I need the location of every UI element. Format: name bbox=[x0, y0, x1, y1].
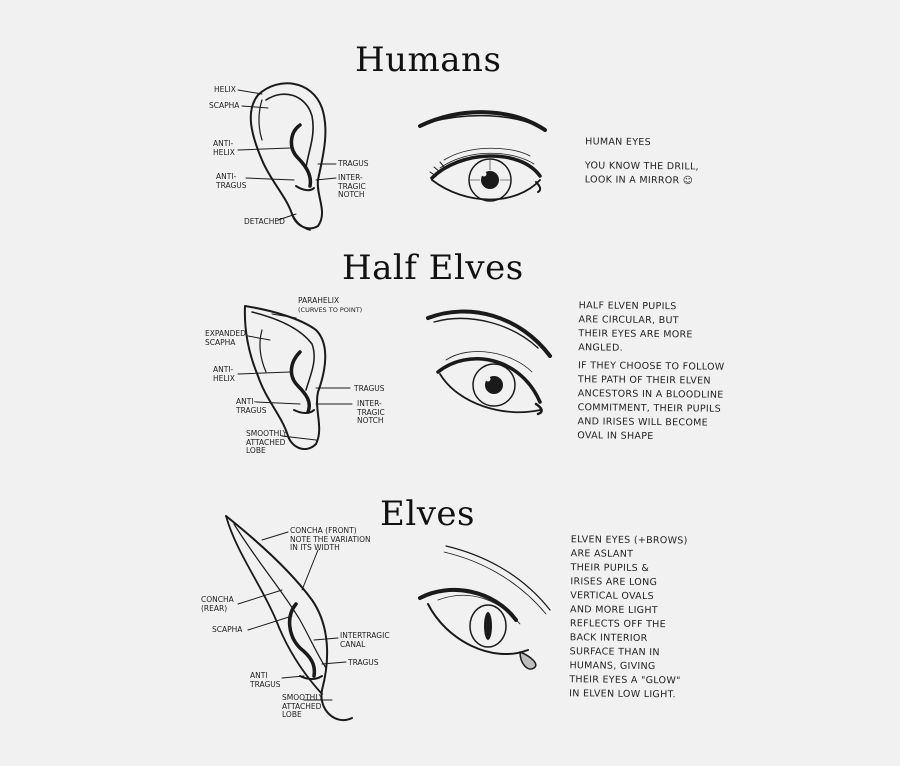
human-eye-drawing bbox=[418, 110, 547, 202]
label-intertragic-canal: Intertragic Canal bbox=[340, 631, 390, 649]
note-line: humans, giving bbox=[569, 660, 656, 673]
human-ear-drawing bbox=[249, 82, 327, 231]
section-title-elves: Elves bbox=[380, 494, 475, 534]
half-elf-ear-drawing bbox=[243, 305, 327, 451]
label-tragus: Tragus bbox=[348, 658, 379, 667]
note-line: are circular, but bbox=[578, 314, 679, 327]
label-tragus: Tragus bbox=[354, 384, 385, 393]
note-line: and more light bbox=[570, 604, 658, 617]
label-parahelix: Parahelix (Curves to point) bbox=[298, 296, 363, 314]
label-antihelix: Anti- Helix bbox=[213, 139, 235, 157]
elf-eye-notes: Elven eyes (+brows) are aslant their pup… bbox=[569, 533, 721, 703]
human-eye-notes: Human Eyes You know the drill, Look in a… bbox=[585, 135, 716, 188]
elf-eye-drawing bbox=[418, 545, 551, 670]
note-line: oval in shape bbox=[577, 430, 654, 443]
label-antitragus: Anti Tragus bbox=[250, 671, 281, 689]
note-line: their pupils & bbox=[570, 562, 650, 575]
note-line: and irises will become bbox=[577, 416, 708, 429]
note-line: are aslant bbox=[570, 548, 634, 560]
section-title-half-elves: Half Elves bbox=[342, 248, 524, 288]
note-line: ancestors in a bloodline bbox=[577, 388, 724, 401]
label-concha-rear: Concha (Rear) bbox=[201, 595, 234, 613]
note-line: Human Eyes bbox=[585, 136, 652, 149]
label-concha-front: Concha (Front) Note the variation in its… bbox=[290, 526, 371, 552]
half-elf-eye-drawing bbox=[426, 309, 552, 416]
label-helix: Helix bbox=[214, 85, 236, 94]
note-line: reflects off the bbox=[569, 618, 667, 631]
note-line: Elven eyes (+brows) bbox=[570, 534, 688, 547]
note-line: Half Elven pupils bbox=[578, 300, 677, 313]
note-line: in elven low light. bbox=[569, 688, 676, 701]
note-line: the path of their elven bbox=[577, 374, 711, 387]
note-line: angled. bbox=[578, 342, 624, 354]
note-line: vertical ovals bbox=[570, 590, 654, 603]
human-ear-leaders bbox=[237, 89, 337, 221]
note-line: You know the drill, bbox=[584, 160, 699, 173]
section-title-humans: Humans bbox=[355, 40, 502, 80]
half-elf-eye-notes: Half Elven pupils are circular, but thei… bbox=[577, 299, 728, 445]
label-smoothly-attached-lobe: Smoothly Attached Lobe bbox=[246, 429, 288, 455]
note-line: surface than in bbox=[569, 646, 660, 659]
label-detached: Detached bbox=[244, 217, 285, 226]
elf-ear-leaders bbox=[237, 531, 347, 701]
label-intertragic-notch: Inter- Tragic Notch bbox=[338, 173, 366, 199]
note-line: back interior bbox=[569, 632, 648, 645]
label-scapha: Scapha bbox=[209, 101, 240, 110]
label-antihelix: Anti- Helix bbox=[213, 365, 235, 383]
label-tragus: Tragus bbox=[338, 159, 369, 168]
note-line: their eyes a "glow" bbox=[569, 674, 681, 687]
note-line: commitment, their pupils bbox=[577, 402, 722, 415]
label-intertragic-notch: Inter- Tragic Notch bbox=[357, 399, 385, 425]
label-antitragus: Anti- Tragus bbox=[236, 397, 267, 415]
note-line: their eyes are more bbox=[578, 328, 693, 341]
label-scapha: Scapha bbox=[212, 625, 243, 634]
note-line: If they choose to follow bbox=[578, 360, 725, 373]
label-antitragus: Anti- Tragus bbox=[216, 172, 247, 190]
label-expanded-scapha: Expanded Scapha bbox=[205, 329, 246, 347]
half-elf-ear-leaders bbox=[237, 313, 353, 441]
note-line: Look in a mirror ☺ bbox=[584, 174, 694, 187]
label-smoothly-attached-lobe: Smoothly Attached Lobe bbox=[282, 693, 324, 719]
note-line: irises are long bbox=[570, 576, 658, 589]
